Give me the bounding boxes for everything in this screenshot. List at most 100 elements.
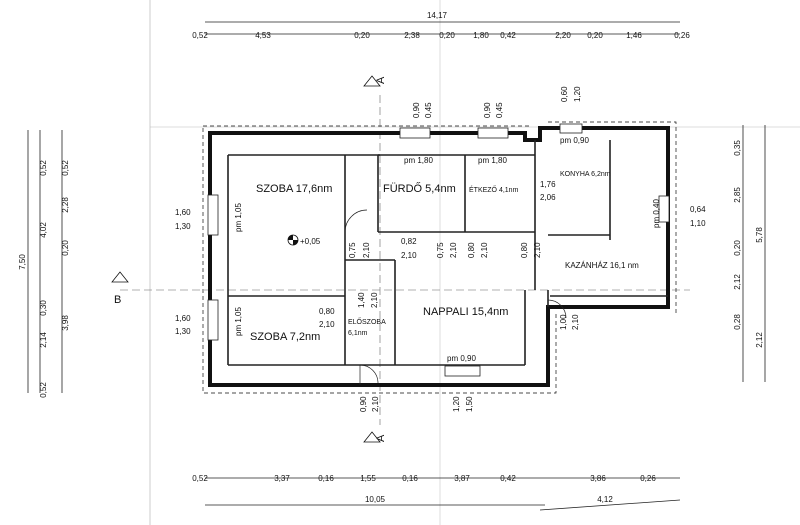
door-dim: 0,80 bbox=[520, 242, 529, 258]
bottom-dim-segment: 0,16 bbox=[402, 474, 418, 483]
opening-dim: 1,20 bbox=[452, 396, 461, 412]
window-dim: 1,10 bbox=[690, 219, 706, 228]
left-dim-segment: 2,14 bbox=[39, 332, 48, 348]
door-dim: 2,10 bbox=[371, 396, 380, 412]
section-a-bottom-arrow bbox=[363, 431, 381, 443]
top-dim-segment: 0,20 bbox=[354, 31, 370, 40]
bottom-dim-segment: 3,87 bbox=[454, 474, 470, 483]
top-dim-segment: 0,20 bbox=[587, 31, 603, 40]
left-total-dim: 7,50 bbox=[18, 254, 27, 270]
section-a-top-arrow bbox=[363, 75, 381, 87]
door-dim: 0,90 bbox=[359, 396, 368, 412]
room-eloszoba-line2: 6,1nm bbox=[348, 330, 368, 337]
top-dim-segment: 4,53 bbox=[255, 31, 271, 40]
section-a-top-label: A bbox=[375, 76, 387, 84]
section-b-label: B bbox=[114, 294, 121, 306]
window-dim: 1,60 bbox=[175, 208, 191, 217]
foundation-outline bbox=[202, 121, 677, 394]
door-dim: 2,10 bbox=[401, 251, 417, 260]
left-dim-col2: 0,522,280,203,98 bbox=[61, 160, 70, 331]
pm-label: pm 0,40 bbox=[652, 199, 661, 228]
bottom-dim-segment: 0,16 bbox=[318, 474, 334, 483]
bottom-dim-segment: 3,86 bbox=[590, 474, 606, 483]
room-kazanhaz: KAZÁNHÁZ 16,1 nm bbox=[565, 261, 639, 270]
door-dim: 0,80 bbox=[467, 242, 476, 258]
right-total-dim: 5,78 bbox=[755, 227, 764, 243]
left-dim-segment: 0,52 bbox=[39, 382, 48, 398]
door-dim: 2,10 bbox=[449, 242, 458, 258]
door-dim: 1,40 bbox=[357, 292, 366, 308]
bottom-dim-segment: 0,42 bbox=[500, 474, 516, 483]
left-dim-segment: 0,52 bbox=[39, 160, 48, 176]
right-dim-segment: 2,12 bbox=[733, 274, 742, 290]
left-dim-segment: 0,20 bbox=[61, 240, 70, 256]
top-dim-segment: 0,20 bbox=[439, 31, 455, 40]
door-dim: 0,82 bbox=[401, 237, 417, 246]
right-dim-segment: 2,85 bbox=[733, 187, 742, 203]
window-dim: 0,45 bbox=[495, 102, 504, 118]
door-swing bbox=[344, 209, 368, 233]
door-swing-entrance bbox=[359, 364, 379, 385]
window-konyha bbox=[559, 123, 583, 134]
window-dim: 1,20 bbox=[573, 86, 582, 102]
bottom-total-b-line bbox=[539, 499, 681, 511]
pm-label: pm 1,05 bbox=[234, 203, 243, 232]
bottom-dim-segment: 3,37 bbox=[274, 474, 290, 483]
pm-label: pm 0,90 bbox=[560, 136, 589, 145]
section-a-bottom-label: A bbox=[375, 434, 387, 442]
door-dim: 2,10 bbox=[533, 242, 542, 258]
door-dim: 2,10 bbox=[319, 320, 335, 329]
room-szoba-2: SZOBA 7,2nm bbox=[250, 331, 320, 343]
room-konyha: KONYHA 6,2nm bbox=[560, 171, 611, 178]
exterior-wall bbox=[208, 126, 670, 387]
bottom-dim-segment: 0,26 bbox=[640, 474, 656, 483]
window-dim: 0,90 bbox=[412, 102, 421, 118]
top-dim-segment: 1,46 bbox=[626, 31, 642, 40]
right-lower-dim: 2,12 bbox=[755, 332, 764, 348]
top-dim-segment: 0,26 bbox=[674, 31, 690, 40]
window-nappali bbox=[444, 365, 481, 377]
top-dim-segment: 0,52 bbox=[192, 31, 208, 40]
door-dim: 2,10 bbox=[362, 242, 371, 258]
room-szoba-1: SZOBA 17,6nm bbox=[256, 183, 332, 195]
window-dim: 0,64 bbox=[690, 205, 706, 214]
right-dim-segment: 0,20 bbox=[733, 240, 742, 256]
top-total-dim: 14,17 bbox=[427, 11, 448, 20]
window-dim: 0,90 bbox=[483, 102, 492, 118]
right-dim-segment: 0,35 bbox=[733, 140, 742, 156]
bottom-total-a: 10,05 bbox=[365, 495, 386, 504]
bottom-dim-segment: 1,55 bbox=[360, 474, 376, 483]
door-dim: 1,76 bbox=[540, 180, 556, 189]
door-dim: 2,06 bbox=[540, 193, 556, 202]
right-dim-segment: 0,28 bbox=[733, 314, 742, 330]
door-dim: 0,75 bbox=[348, 242, 357, 258]
window-etkezo bbox=[477, 127, 509, 139]
door-dim: 2,10 bbox=[370, 292, 379, 308]
left-dim-segment: 0,30 bbox=[39, 300, 48, 316]
window-dim: 1,30 bbox=[175, 222, 191, 231]
window-furdo bbox=[399, 127, 431, 139]
top-dim-segment: 0,42 bbox=[500, 31, 516, 40]
bottom-total-b: 4,12 bbox=[597, 495, 613, 504]
room-eloszoba-line1: ELŐSZOBA bbox=[348, 317, 386, 326]
window-dim: 1,60 bbox=[175, 314, 191, 323]
pm-label: pm 1,80 bbox=[478, 156, 507, 165]
top-dim-segment: 1,80 bbox=[473, 31, 489, 40]
window-szoba1 bbox=[207, 194, 219, 236]
window-dim: 0,60 bbox=[560, 86, 569, 102]
top-dim-segment: 2,38 bbox=[404, 31, 420, 40]
level-label: +0,05 bbox=[300, 237, 321, 246]
right-dim-col1: 0,35 2,85 0,20 2,12 0,28 bbox=[733, 140, 742, 330]
pm-label: pm 0,90 bbox=[447, 354, 476, 363]
door-dim: 0,75 bbox=[436, 242, 445, 258]
door-dim: 1,00 bbox=[559, 314, 568, 330]
door-dim: 2,10 bbox=[480, 242, 489, 258]
left-dim-segment: 0,52 bbox=[61, 160, 70, 176]
room-nappali: NAPPALI 15,4nm bbox=[423, 306, 508, 318]
window-dim: 1,30 bbox=[175, 327, 191, 336]
window-dim: 0,45 bbox=[424, 102, 433, 118]
